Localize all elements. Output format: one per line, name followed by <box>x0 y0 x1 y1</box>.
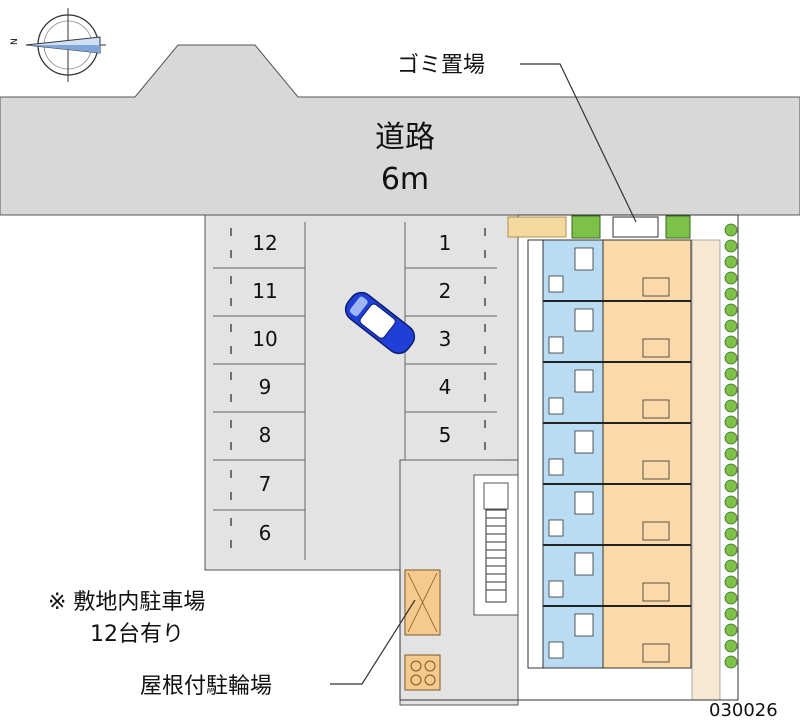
compass-icon: N <box>10 8 106 82</box>
staircase <box>473 474 519 616</box>
unit-fixtures <box>548 247 670 663</box>
compass-north-letter: N <box>10 38 20 45</box>
garbage-label: ゴミ置場 <box>397 53 485 78</box>
parking-number-2: 2 <box>439 279 452 303</box>
road-name-label: 道路 <box>375 120 435 155</box>
building-wet-column <box>542 239 604 669</box>
bike-leader-line <box>330 599 416 685</box>
parking-number-5: 5 <box>439 423 452 447</box>
entrance-mat <box>507 216 567 238</box>
parking-number-8: 8 <box>259 423 272 447</box>
bike-parking-area <box>404 569 441 691</box>
left-stall-lines <box>213 222 306 560</box>
garbage-leader-line <box>520 63 637 223</box>
wheel-stop-marks <box>230 228 486 548</box>
parking-note-line-1: ※ 敷地内駐車場 <box>48 590 205 615</box>
car-icon <box>344 291 416 355</box>
building-corridor <box>527 239 544 669</box>
planter-1 <box>571 215 601 239</box>
road-width-label: 6m <box>381 162 429 197</box>
parking-number-10: 10 <box>252 327 277 351</box>
site-boundary <box>399 214 739 701</box>
unit-divisions <box>543 300 691 607</box>
property-code: 030026 <box>709 700 778 721</box>
parking-number-4: 4 <box>439 375 452 399</box>
parking-number-9: 9 <box>259 375 272 399</box>
garbage-area <box>612 216 659 238</box>
building-rooms-column <box>602 239 692 669</box>
right-walkway <box>691 239 721 701</box>
bike-parking-label: 屋根付駐輪場 <box>140 674 272 699</box>
planter-2 <box>665 215 691 239</box>
parking-number-11: 11 <box>252 279 277 303</box>
hedge-row <box>724 223 738 669</box>
parking-note-line-2: 12台有り <box>90 622 184 647</box>
parking-number-12: 12 <box>252 231 277 255</box>
parking-number-1: 1 <box>439 231 452 255</box>
parking-number-3: 3 <box>439 327 452 351</box>
parking-number-6: 6 <box>259 521 272 545</box>
parking-number-7: 7 <box>259 472 272 496</box>
